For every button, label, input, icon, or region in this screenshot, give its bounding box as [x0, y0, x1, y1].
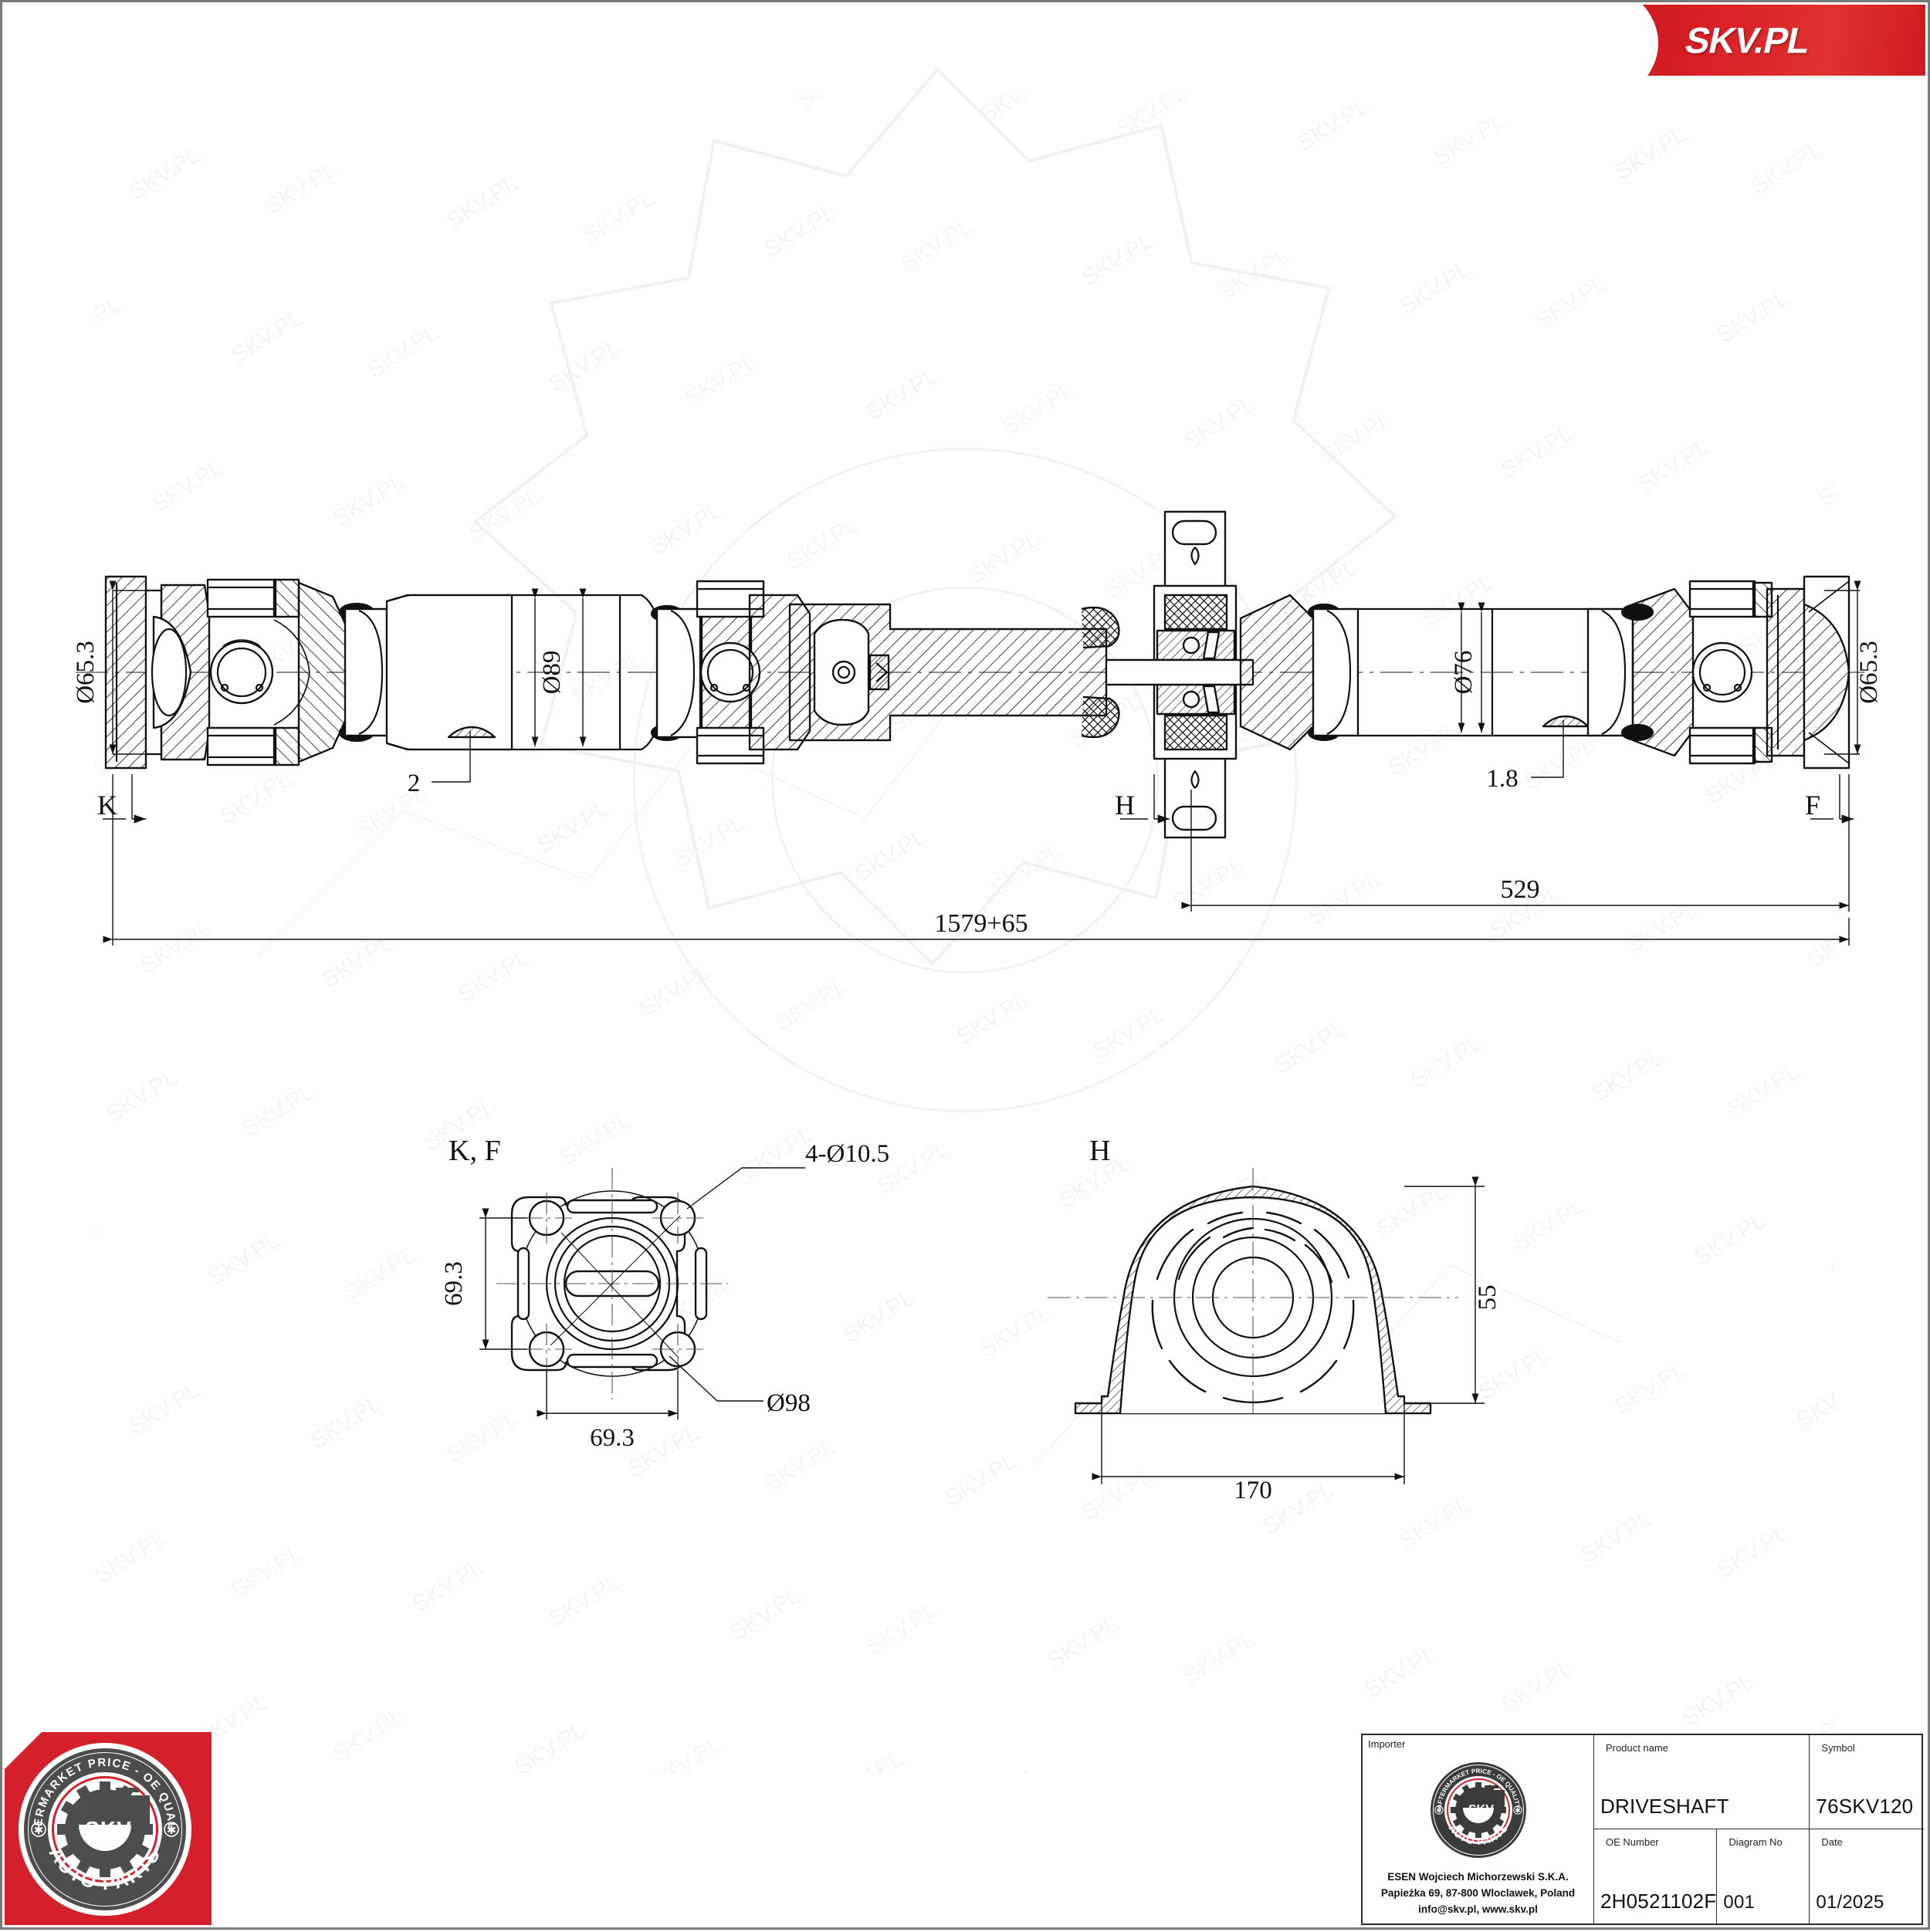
date-label: Date — [1821, 1836, 1843, 1848]
seal-gear-icon — [57, 1781, 153, 1877]
diagram-no-value: 001 — [1723, 1892, 1756, 1913]
dim-flange-outer-dia: Ø98 — [767, 1389, 811, 1417]
dim-right-tube-dia: Ø76 — [1450, 651, 1478, 695]
date-cell: Date 01/2025 — [1810, 1829, 1924, 1924]
seal-text-ring: AFTERMARKET PRICE - OE QUALITY AUTO PART… — [19, 1743, 179, 1894]
dim-bolt-pitch-vertical: 69.3 — [440, 1261, 468, 1306]
symbol-value: 76SKV120 — [1816, 1795, 1914, 1818]
date-value: 01/2025 — [1816, 1892, 1884, 1913]
svg-text:✱: ✱ — [1436, 1807, 1442, 1815]
detail-label-kf: K, F — [449, 1135, 501, 1167]
dim-left-tube-dia: Ø89 — [538, 651, 566, 695]
diagram-no-cell: Diagram No 001 — [1717, 1829, 1810, 1924]
brand-banner: SKV.PL — [1601, 5, 1925, 76]
dim-bracket-width: 170 — [1234, 1477, 1272, 1504]
title-block-importer-cell: Importer AFTERMARKET PRICE - OE QUALITY — [1363, 1735, 1594, 1924]
dim-left-flange-dia: Ø65.3 — [72, 641, 100, 704]
seal-badge: AFTERMARKET PRICE - OE QUALITY AUTO PART… — [19, 1743, 191, 1916]
title-block: Importer AFTERMARKET PRICE - OE QUALITY — [1361, 1734, 1925, 1925]
symbol-label: Symbol — [1821, 1742, 1855, 1754]
section-label-h: H — [1115, 790, 1135, 821]
dim-bolt-holes: 4-Ø10.5 — [805, 1140, 889, 1168]
symbol-cell: Symbol 76SKV120 — [1810, 1735, 1924, 1829]
importer-seal: AFTERMARKET PRICE - OE QUALITY AUTO PART… — [1363, 1750, 1593, 1869]
dim-right-flange-dia: Ø65.3 — [1855, 641, 1883, 704]
detail-label-h: H — [1089, 1135, 1110, 1167]
banner-curve-decoration — [1601, 5, 1658, 76]
oe-number-cell: OE Number 2H0521102F — [1594, 1829, 1718, 1924]
dim-overall-length: 1579+65 — [934, 909, 1028, 938]
importer-contact: info@skv.pl, www.skv.pl — [1418, 1903, 1538, 1916]
diagram-no-label: Diagram No — [1729, 1836, 1783, 1848]
product-name-value: DRIVESHAFT — [1600, 1795, 1729, 1818]
aftermarket-quality-seal: AFTERMARKET PRICE - OE QUALITY AUTO PART… — [5, 1732, 212, 1925]
section-label-k: K — [97, 790, 117, 821]
product-name-label: Product name — [1606, 1742, 1668, 1754]
dim-left-tube-wall: 2 — [408, 770, 421, 797]
section-label-f: F — [1805, 790, 1820, 821]
svg-text:✱: ✱ — [34, 1823, 44, 1837]
svg-text:✱: ✱ — [167, 1823, 177, 1837]
dim-rear-section-length: 529 — [1501, 875, 1540, 904]
seal-center-text: SKV — [85, 1817, 132, 1841]
dim-bracket-height: 55 — [1474, 1285, 1502, 1311]
importer-address-block: ESEN Wojciech Michorzewski S.K.A. Papież… — [1363, 1869, 1593, 1924]
importer-label: Importer — [1368, 1738, 1406, 1750]
dim-right-tube-wall: 1.8 — [1486, 765, 1518, 793]
svg-text:✱: ✱ — [1515, 1807, 1521, 1815]
importer-name: ESEN Wojciech Michorzewski S.K.A. — [1387, 1871, 1569, 1883]
dim-bolt-pitch-horizontal: 69.3 — [590, 1424, 635, 1452]
oe-number-label: OE Number — [1606, 1836, 1659, 1848]
oe-number-value: 2H0521102F — [1600, 1890, 1717, 1913]
mini-seal-gear-icon — [1450, 1781, 1506, 1838]
importer-address: Papieżka 69, 87-800 Wloclawek, Poland — [1380, 1887, 1576, 1900]
title-block-fields: Product name DRIVESHAFT Symbol 76SKV120 … — [1594, 1735, 1925, 1924]
product-name-cell: Product name DRIVESHAFT — [1594, 1735, 1810, 1829]
mini-seal-center-text: SKV — [1468, 1802, 1494, 1816]
